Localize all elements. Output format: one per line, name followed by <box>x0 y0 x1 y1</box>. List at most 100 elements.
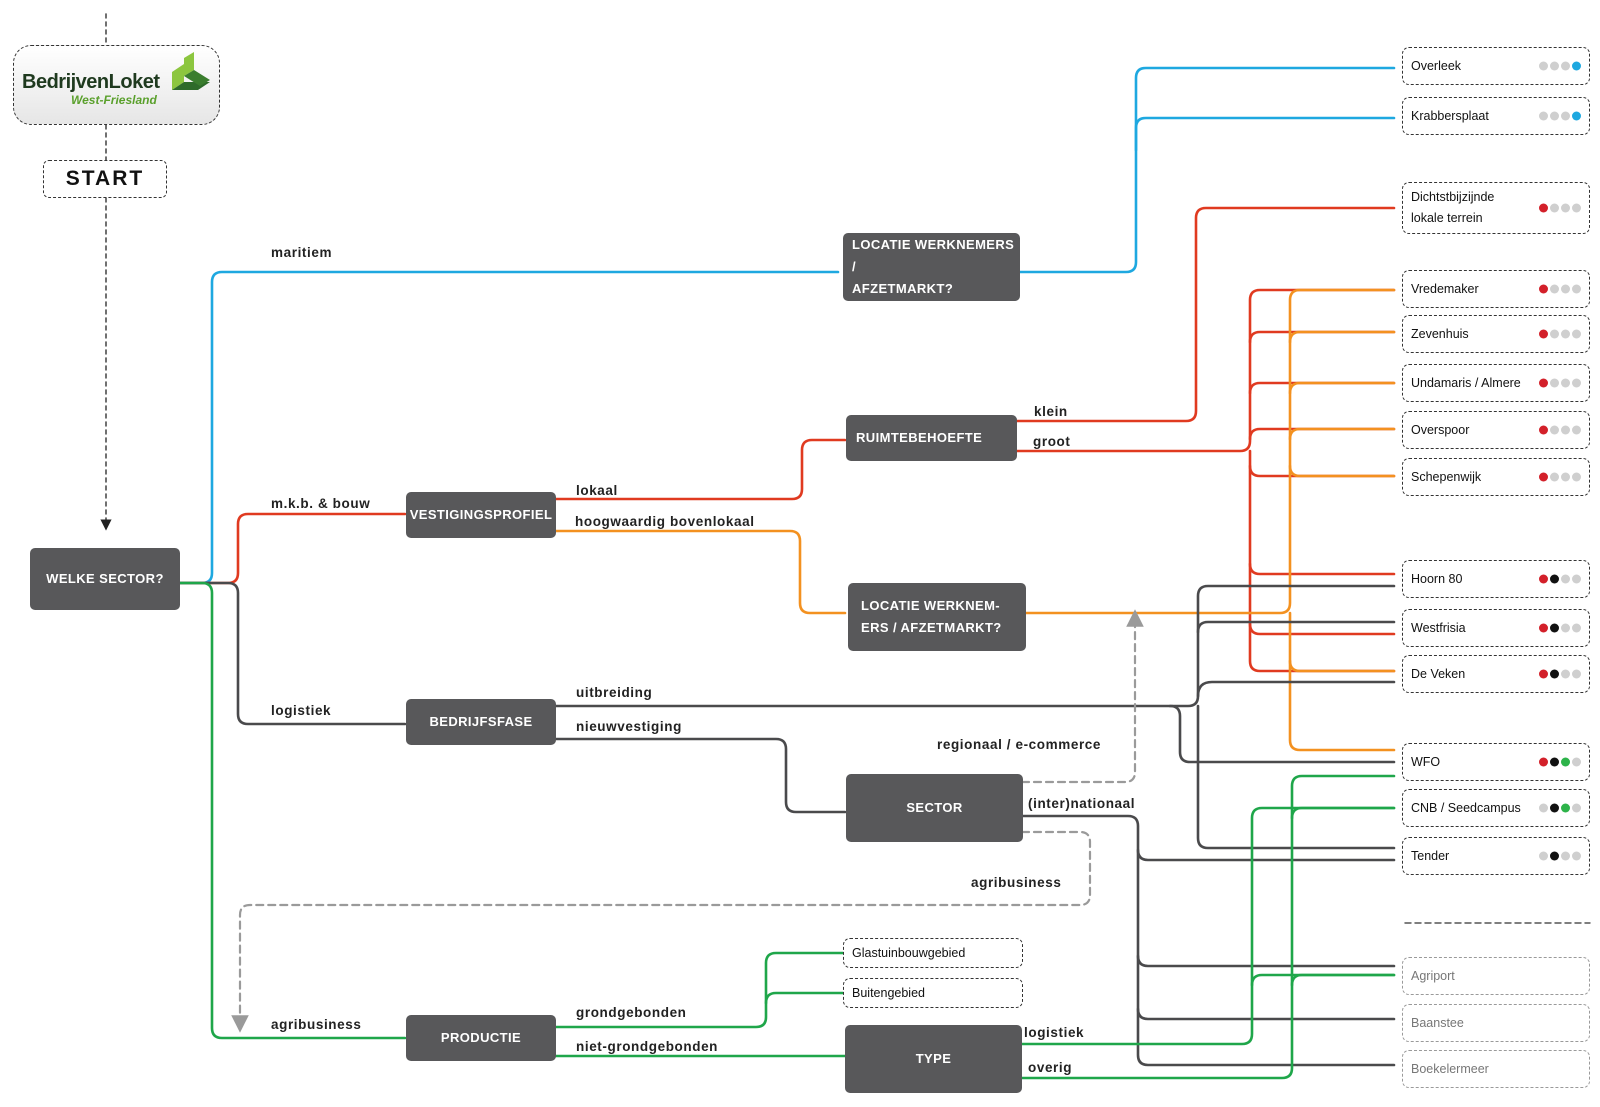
edge-agribusiness-dashed <box>231 830 1092 1033</box>
label-agribusiness-sector: agribusiness <box>971 875 1062 890</box>
suitability-dot-empty <box>1572 203 1581 213</box>
destination-label: Overleek <box>1411 58 1462 73</box>
edge-agribusiness <box>178 581 407 1040</box>
suitability-dots <box>1539 623 1581 633</box>
suitability-dot-red <box>1539 329 1548 339</box>
suitability-dot-empty <box>1550 284 1559 294</box>
destination-label: Boekelermeer <box>1411 1061 1489 1076</box>
destination-dichtstbijzijnde: Dichtstbijzijnde lokale terrein <box>1402 182 1590 234</box>
vestigingsprofiel-node: VESTIGINGSPROFIEL <box>406 492 556 538</box>
edge-uitbreiding-deveken <box>1196 680 1396 698</box>
suitability-dots <box>1539 851 1581 861</box>
suitability-dots <box>1539 472 1581 482</box>
suitability-dot-empty <box>1561 472 1570 482</box>
destination-label: De Veken <box>1411 666 1466 681</box>
suitability-dot-empty <box>1561 61 1570 71</box>
suitability-dot-empty <box>1572 329 1581 339</box>
label-niet-grondgebonden: niet-grondgebonden <box>576 1039 719 1054</box>
edge-nieuwvestiging <box>554 737 847 814</box>
suitability-dots <box>1539 203 1581 213</box>
suitability-dots <box>1539 574 1581 584</box>
destination-label: Krabbersplaat <box>1411 108 1489 123</box>
label-internationaal: (inter)nationaal <box>1028 796 1136 811</box>
edge-logistiek <box>178 581 407 726</box>
edge-groot-schepenwijk <box>1248 464 1396 478</box>
locatie-2-line2: ERS / AFZETMARKT? <box>861 620 1002 635</box>
destination-label: Baanstee <box>1411 1015 1464 1030</box>
suitability-dot-empty <box>1572 378 1581 388</box>
suitability-dot-empty <box>1561 284 1570 294</box>
suitability-dot-empty <box>1572 574 1581 584</box>
sector-node: SECTOR <box>846 774 1023 842</box>
welke-sector-node: WELKE SECTOR? <box>30 548 180 610</box>
edge-lokaal <box>554 438 847 501</box>
edge-locatie2-undamaris <box>1288 381 1396 395</box>
suitability-dot-empty <box>1572 803 1581 813</box>
edge-type-overig-agriport <box>1290 973 1396 987</box>
logo-leaf-icon <box>172 52 210 90</box>
destination-cnb-seedcampus: CNB / Seedcampus <box>1402 789 1590 827</box>
suitability-dot-empty <box>1561 574 1570 584</box>
bedrijvenloket-logo: BedrijvenLoket West-Friesland <box>13 45 220 125</box>
destination-label-line2: lokale terrein <box>1411 211 1483 225</box>
edge-locatie1-to-krabbersplaat <box>1134 116 1396 152</box>
suitability-dot-black <box>1550 623 1559 633</box>
glastuinbouwgebied-node: Glastuinbouwgebied <box>843 938 1023 968</box>
destination-label-line1: Dichtstbijzijnde <box>1411 190 1495 204</box>
suitability-dots <box>1539 61 1581 71</box>
label-agribusiness: agribusiness <box>271 1017 362 1032</box>
label-regionaal: regionaal / e-commerce <box>937 737 1102 752</box>
edge-locatie2-overspoor <box>1288 427 1396 441</box>
edge-groot-deveken <box>1248 622 1396 673</box>
destination-tender: Tender <box>1402 837 1590 875</box>
suitability-dot-empty <box>1550 378 1559 388</box>
edge-grondgebonden-buitengebied <box>764 991 847 1005</box>
locatie-werknemers-mkb-node: LOCATIE WERKNEM- ERS / AFZETMARKT? <box>848 583 1026 651</box>
suitability-dot-empty <box>1550 203 1559 213</box>
suitability-dot-red <box>1539 623 1548 633</box>
suitability-dots <box>1539 757 1581 767</box>
destination-label: Westfrisia <box>1411 620 1466 635</box>
label-overig: overig <box>1028 1060 1073 1075</box>
suitability-dot-empty <box>1550 111 1559 121</box>
edge-locatie2-schepenwijk <box>1288 464 1396 478</box>
start-node: START <box>43 160 167 198</box>
logo-title: BedrijvenLoket <box>22 71 160 93</box>
edge-uitbreiding <box>554 584 1396 708</box>
label-uitbreiding: uitbreiding <box>576 685 653 700</box>
future-destination-agriport: Agriport <box>1402 957 1590 995</box>
suitability-dot-empty <box>1572 284 1581 294</box>
edge-groot-overspoor <box>1248 427 1396 441</box>
destination-label: Tender <box>1411 848 1450 863</box>
edge-groot <box>1011 288 1396 453</box>
suitability-dots <box>1539 284 1581 294</box>
suitability-dot-red <box>1539 425 1548 435</box>
destination-label: Schepenwijk <box>1411 469 1482 484</box>
destination-wfo: WFO <box>1402 743 1590 781</box>
label-hoogwaardig: hoogwaardig bovenlokaal <box>575 514 755 529</box>
edge-groot-hoorn80 <box>1248 449 1396 576</box>
edge-regionaal-dashed <box>1020 609 1144 784</box>
edge-locatie2-out <box>1024 288 1396 615</box>
edge-grondgebonden <box>554 951 847 1029</box>
suitability-dot-empty <box>1539 111 1548 121</box>
suitability-dot-empty <box>1539 803 1548 813</box>
suitability-dots <box>1539 329 1581 339</box>
locatie-werknemers-maritiem-node: LOCATIE WERKNEMERS / AFZETMARKT? <box>843 233 1020 301</box>
destination-label: Undamaris / Almere <box>1411 375 1521 390</box>
destination-vredemaker: Vredemaker <box>1402 270 1590 308</box>
edge-internationaal-boekelermeer <box>1136 1007 1396 1067</box>
label-logistiek: logistiek <box>271 703 332 718</box>
edge-groot-undamaris <box>1248 381 1396 395</box>
suitability-dot-empty <box>1572 425 1581 435</box>
suitability-dot-black <box>1550 757 1559 767</box>
suitability-dot-red <box>1539 203 1548 213</box>
suitability-dot-empty <box>1550 472 1559 482</box>
suitability-dot-empty <box>1561 329 1570 339</box>
destination-label: CNB / Seedcampus <box>1411 800 1521 815</box>
edge-type-logistiek <box>1020 806 1396 1046</box>
destination-deveken: De Veken <box>1402 655 1590 693</box>
destination-label: Zevenhuis <box>1411 326 1469 341</box>
suitability-dot-green <box>1561 803 1570 813</box>
label-maritiem: maritiem <box>271 245 333 260</box>
